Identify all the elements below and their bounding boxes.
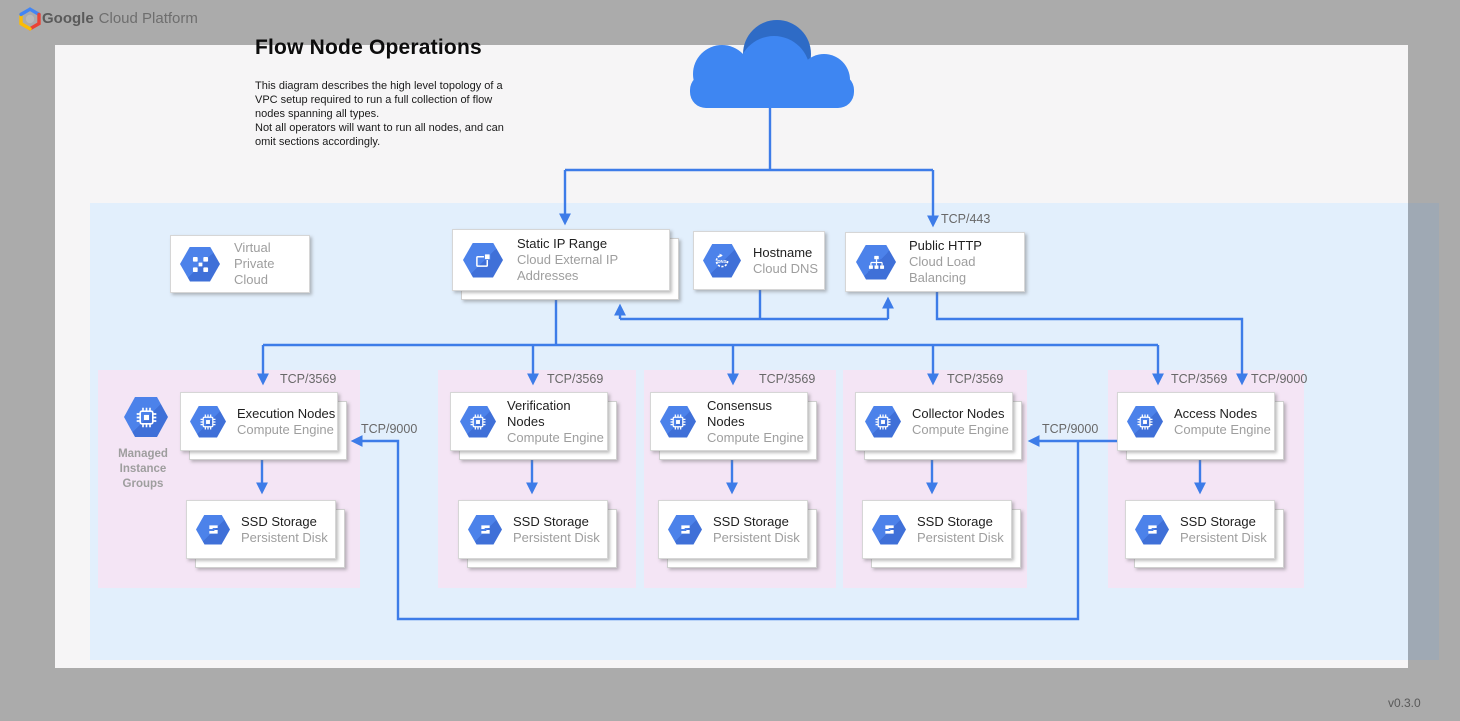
port-label-tcp3569-consensus: TCP/3569: [759, 372, 816, 386]
brand-cloud-platform: Cloud Platform: [98, 10, 198, 27]
collector-nodes-title: Collector Nodes: [912, 405, 1005, 421]
card-public-http: Public HTTP Cloud Load Balancing: [845, 232, 1025, 292]
port-label-tcp3569-verification: TCP/3569: [547, 372, 604, 386]
cloud-dns-icon: DNS: [703, 243, 741, 278]
execution-ssd-subtitle: Persistent Disk: [241, 529, 328, 545]
consensus-nodes-subtitle: Compute Engine: [707, 429, 804, 445]
access-nodes-title: Access Nodes: [1174, 405, 1258, 421]
port-label-tcp3569-execution: TCP/3569: [280, 372, 337, 386]
brand-google: Google: [42, 10, 94, 27]
compute-engine-icon: [1127, 405, 1163, 438]
static-ip-title: Static IP Range: [517, 236, 608, 251]
port-label-tcp3569-collector: TCP/3569: [947, 372, 1004, 386]
vpc-card-line1: Virtual: [234, 240, 271, 255]
compute-engine-icon: [190, 405, 226, 438]
card-access-ssd: SSD Storage Persistent Disk: [1125, 500, 1284, 568]
execution-ssd-title: SSD Storage: [241, 513, 317, 529]
hostname-title: Hostname: [753, 244, 813, 260]
card-access-nodes: Access Nodes Compute Engine: [1117, 392, 1284, 460]
port-label-tcp9000-access: TCP/9000: [1251, 372, 1308, 386]
port-label-tcp9000-execution: TCP/9000: [361, 422, 418, 436]
compute-engine-icon: [865, 405, 901, 438]
public-http-subtitle: Cloud Load Balancing: [909, 254, 976, 285]
consensus-ssd-title: SSD Storage: [713, 513, 789, 529]
card-execution-nodes: Execution Nodes Compute Engine: [180, 392, 347, 460]
port-label-tcp9000-collector: TCP/9000: [1042, 422, 1099, 436]
access-nodes-subtitle: Compute Engine: [1174, 421, 1271, 437]
collector-ssd-subtitle: Persistent Disk: [917, 529, 1004, 545]
port-label-tcp3569-access: TCP/3569: [1171, 372, 1228, 386]
internet-cloud-icon: [690, 20, 854, 108]
persistent-disk-icon: [872, 514, 906, 545]
card-consensus-nodes: Consensus Nodes Compute Engine: [650, 392, 817, 460]
access-ssd-subtitle: Persistent Disk: [1180, 529, 1267, 545]
card-verification-ssd: SSD Storage Persistent Disk: [458, 500, 617, 568]
card-consensus-ssd: SSD Storage Persistent Disk: [658, 500, 817, 568]
compute-engine-icon: [660, 405, 696, 438]
persistent-disk-icon: [468, 514, 502, 545]
persistent-disk-icon: [1135, 514, 1169, 545]
port-label-tcp443: TCP/443: [941, 212, 991, 226]
vpc-region-overflow-strip: [1408, 203, 1439, 660]
persistent-disk-icon: [668, 514, 702, 545]
external-ip-icon: [463, 242, 503, 278]
execution-nodes-subtitle: Compute Engine: [237, 421, 334, 437]
execution-nodes-title: Execution Nodes: [237, 405, 336, 421]
static-ip-subtitle: Cloud External IP Addresses: [517, 252, 618, 283]
collector-ssd-title: SSD Storage: [917, 513, 993, 529]
consensus-nodes-title: Consensus Nodes: [707, 397, 773, 429]
page-title: Flow Node Operations: [255, 36, 482, 59]
compute-engine-icon: [460, 405, 496, 438]
card-collector-nodes: Collector Nodes Compute Engine: [855, 392, 1022, 460]
svg-text:DNS: DNS: [717, 258, 726, 263]
verification-ssd-title: SSD Storage: [513, 513, 589, 529]
hostname-subtitle: Cloud DNS: [753, 260, 819, 276]
collector-nodes-subtitle: Compute Engine: [912, 421, 1009, 437]
virtual-private-cloud-icon: [180, 246, 220, 282]
card-virtual-private-cloud: Virtual Private Cloud: [170, 235, 310, 293]
access-ssd-title: SSD Storage: [1180, 513, 1256, 529]
card-collector-ssd: SSD Storage Persistent Disk: [862, 500, 1021, 568]
card-static-ip-range: Static IP Range Cloud External IP Addres…: [452, 229, 679, 300]
vpc-card-line2: Private Cloud: [234, 256, 275, 287]
verification-ssd-subtitle: Persistent Disk: [513, 529, 600, 545]
gcp-logo-icon: [19, 7, 41, 31]
card-verification-nodes: Verification Nodes Compute Engine: [450, 392, 617, 460]
card-hostname: DNS Hostname Cloud DNS: [693, 231, 825, 290]
managed-instance-groups-label: Managed Instance Groups: [118, 448, 168, 490]
verification-nodes-title: Verification Nodes: [507, 397, 571, 429]
verification-nodes-subtitle: Compute Engine: [507, 429, 604, 445]
consensus-ssd-subtitle: Persistent Disk: [713, 529, 800, 545]
persistent-disk-icon: [196, 514, 230, 545]
public-http-title: Public HTTP: [909, 238, 982, 253]
version-label: v0.3.0: [1388, 696, 1421, 710]
load-balancing-icon: [856, 244, 896, 280]
card-execution-ssd: SSD Storage Persistent Disk: [186, 500, 345, 568]
page-description: This diagram describes the high level to…: [255, 80, 504, 148]
